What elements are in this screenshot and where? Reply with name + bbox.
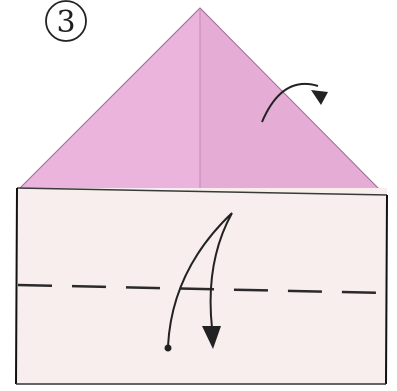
pink-triangle-flap <box>19 7 384 194</box>
fold-behind-arrow <box>261 82 328 123</box>
paper-body <box>15 187 388 385</box>
fold-dashed-line <box>17 283 387 295</box>
fold-down-arrow-stroke <box>167 212 233 347</box>
fold-down-arrowhead <box>202 326 221 349</box>
step-number-label: 3 <box>56 5 75 40</box>
fold-behind-arrowhead <box>311 90 328 105</box>
fold-down-arrow-tail-dot <box>164 344 172 352</box>
step-number-badge: 3 <box>45 0 87 42</box>
body-top-edge <box>16 187 388 196</box>
fold-down-arrow <box>164 212 233 352</box>
body-left-edge <box>15 187 18 385</box>
fold-down-arrow-return <box>209 212 233 329</box>
fold-behind-arrow-stroke <box>261 82 319 123</box>
triangle-outline <box>19 7 384 194</box>
body-right-edge <box>385 194 388 385</box>
triangle-left-half <box>20 8 200 193</box>
step-number-circle <box>45 0 87 42</box>
